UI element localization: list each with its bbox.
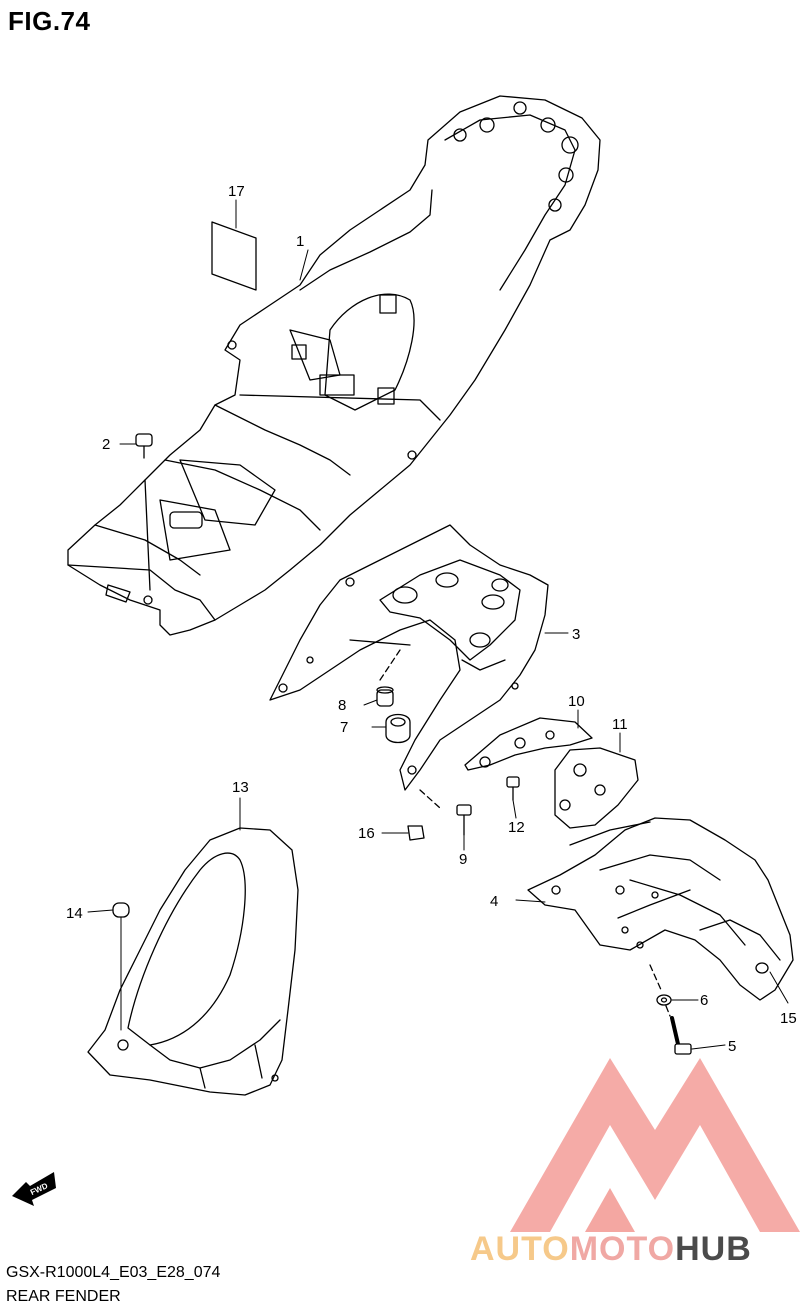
figure-title: FIG.74 xyxy=(8,6,91,36)
part-8-grommet xyxy=(376,686,394,707)
part-4-splash-guard xyxy=(527,817,794,1001)
callout-numbers: 1 2 3 4 5 6 7 8 9 10 11 12 13 14 15 16 1… xyxy=(66,183,797,1055)
part-12-screw xyxy=(506,776,520,801)
callout-14: 14 xyxy=(66,905,83,922)
part-6-washer xyxy=(656,994,672,1006)
watermark-moto: MOTO xyxy=(569,1230,676,1268)
part-15-washer xyxy=(755,962,769,974)
callout-7: 7 xyxy=(340,719,348,736)
fwd-arrow-icon: FWD xyxy=(12,1172,56,1206)
callout-11: 11 xyxy=(612,716,628,733)
model-code: GSX-R1000L4_E03_E28_074 xyxy=(6,1264,221,1281)
callout-13: 13 xyxy=(232,779,249,796)
callout-8: 8 xyxy=(338,697,346,714)
callout-6: 6 xyxy=(700,992,708,1009)
triangle-logo-icon xyxy=(510,1058,800,1232)
callout-9: 9 xyxy=(459,851,467,868)
leader-lines xyxy=(87,199,789,1050)
callout-17: 17 xyxy=(228,183,245,200)
watermark-hub: HUB xyxy=(675,1230,752,1268)
callout-1: 1 xyxy=(296,233,304,250)
callout-5: 5 xyxy=(728,1038,736,1055)
part-10-bracket xyxy=(464,717,593,771)
callout-12: 12 xyxy=(508,819,525,836)
watermark-auto: AUTO xyxy=(470,1230,570,1268)
part-16-nut xyxy=(407,825,425,841)
part-3-fender-cover xyxy=(269,524,549,791)
part-5-bolt xyxy=(670,1016,692,1055)
part-17-label xyxy=(211,221,257,291)
callout-2: 2 xyxy=(102,436,110,453)
part-13-front-fender xyxy=(87,827,299,1096)
callout-16: 16 xyxy=(358,825,375,842)
callout-3: 3 xyxy=(572,626,580,643)
part-1-rear-fender xyxy=(67,95,601,636)
watermark-text: AUTOMOTOHUB xyxy=(470,1230,752,1269)
part-11-mounting-bracket xyxy=(554,747,639,829)
part-2-bolt xyxy=(135,433,153,459)
part-9-bolt xyxy=(456,804,472,836)
callout-4: 4 xyxy=(490,893,498,910)
callout-15: 15 xyxy=(780,1010,797,1027)
section-name: REAR FENDER xyxy=(6,1288,121,1305)
part-7-cushion xyxy=(385,713,411,744)
part-14-screw xyxy=(112,902,130,1031)
callout-10: 10 xyxy=(568,693,585,710)
